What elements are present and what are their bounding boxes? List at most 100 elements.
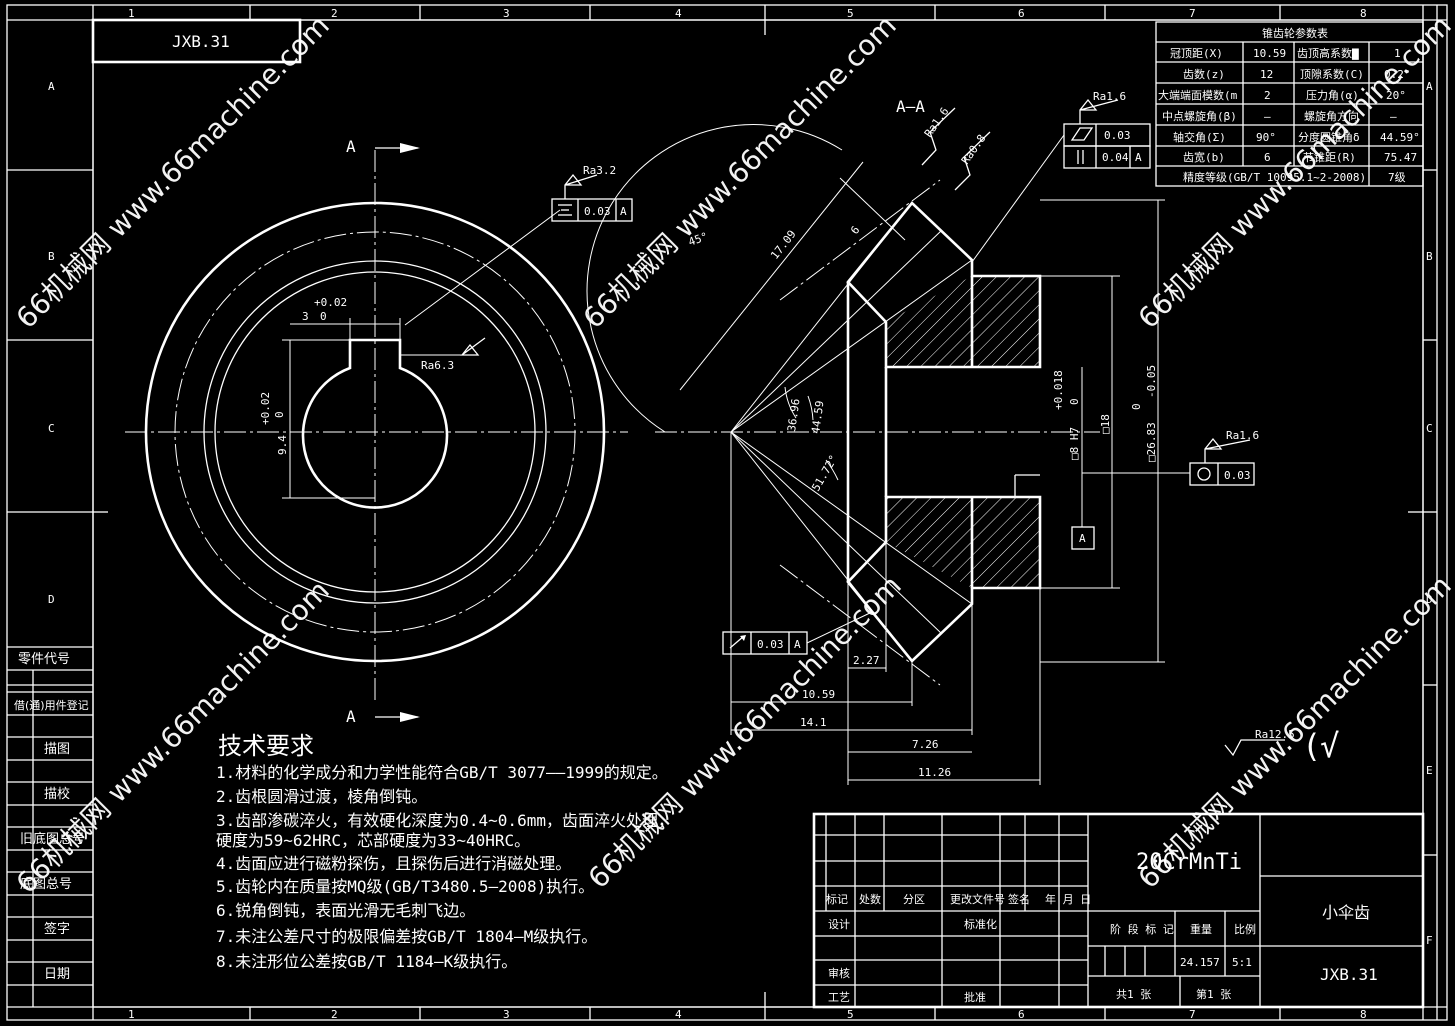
watermark-2: 66机械网 www.66machine.com	[577, 9, 903, 335]
param-r1-c2: 顶隙系数(C)	[1300, 67, 1364, 81]
dim-6: 6	[848, 224, 862, 237]
param-r4-c2: 分度圆锥角δ	[1298, 130, 1360, 144]
param-r5-c1: 6	[1264, 151, 1271, 164]
param-r3-c1: —	[1264, 110, 1271, 123]
dim-10-59: 10.59	[802, 688, 835, 701]
ruler-bottom-4: 4	[675, 1008, 682, 1021]
mid-circle-2	[214, 271, 536, 593]
param-r4-c0: 轴交角(Σ)	[1173, 130, 1226, 144]
ruler-left-C: C	[48, 422, 55, 435]
param-table-title: 锥齿轮参数表	[1262, 26, 1328, 40]
tb-scale: 5:1	[1232, 956, 1252, 969]
roughness-top-3: Ra0.8	[959, 132, 989, 167]
param-r5-c0: 齿宽(b)	[1183, 150, 1225, 164]
ruler-left-A: A	[48, 80, 55, 93]
tech-req-7: 7.未注公差尺寸的极限偏差按GB/T 1804—M级执行。	[216, 927, 597, 946]
runout-frame	[1189, 462, 1255, 486]
tb-process: 工艺	[828, 991, 850, 1004]
runout-roughness: Ra1.6	[1226, 429, 1259, 442]
bore-dim: □8 H7	[1068, 427, 1081, 460]
left-strip: 零件代号 借(通)用件登记 描图 描校 旧底图总号 底图总号 签字 日期	[7, 646, 93, 1007]
height-tol-upper: +0.02	[259, 392, 272, 425]
param-r0-c2: 齿顶高系数▇	[1297, 46, 1359, 60]
param-r5-c3: 75.47	[1384, 151, 1417, 164]
tb-header-zone: 分区	[903, 893, 925, 906]
ruler-bottom-6: 6	[1018, 1008, 1025, 1021]
tb-header-sign: 签名	[1008, 892, 1030, 906]
param-last-value: 7级	[1388, 171, 1406, 184]
angle-45: 45°	[687, 230, 710, 249]
strip-date: 日期	[44, 967, 70, 982]
bore-tol-lower: 0	[1068, 398, 1081, 405]
angle-44-59: 44.59	[809, 400, 826, 435]
dim-11-26: 11.26	[918, 766, 951, 779]
tb-standardize: 标准化	[964, 917, 997, 931]
ruler-bottom-1: 1	[128, 1008, 135, 1021]
datum-label: A	[1079, 532, 1086, 545]
strip-trace: 描图	[44, 742, 70, 757]
section-title: A—A	[896, 97, 925, 116]
tb-design: 设计	[828, 918, 850, 931]
ruler-bottom-5: 5	[847, 1008, 854, 1021]
tb-approve: 批准	[964, 990, 986, 1004]
bottom-runout-datum: A	[794, 638, 801, 651]
dim-26-83-lower: -0.05	[1145, 365, 1158, 398]
height-tol-lower: 0	[273, 411, 286, 418]
parallel-datum: A	[1135, 151, 1142, 164]
tb-sheets-total: 共1 张	[1116, 988, 1151, 1001]
strip-borrow: 借(通)用件登记	[14, 698, 89, 712]
key-width-tol-lower: 0	[320, 310, 327, 323]
tech-req-2: 2.齿根圆滑过渡，棱角倒钝。	[216, 787, 427, 806]
ruler-right-F: F	[1426, 934, 1433, 947]
param-r0-c1: 10.59	[1253, 47, 1286, 60]
tb-header-docno: 更改文件号	[950, 892, 1005, 906]
tech-req-3b: 硬度为59~62HRC，芯部硬度为33~40HRC。	[216, 831, 530, 850]
section-marker-top: A	[346, 137, 356, 156]
param-r2-c2: 压力角(α)	[1306, 89, 1359, 102]
param-r3-c0: 中点螺旋角(β)	[1162, 109, 1237, 123]
param-r1-c3: 0.2°	[1384, 68, 1411, 81]
ruler-right-B: B	[1426, 250, 1433, 263]
ruler-right-D: D	[1426, 593, 1433, 606]
tech-req-1: 1.材料的化学成分和力学性能符合GB/T 3077——1999的规定。	[216, 763, 668, 782]
code-box-text: JXB.31	[172, 32, 230, 51]
tb-weight-label: 重量	[1190, 922, 1212, 936]
flatness-icon	[1070, 127, 1094, 141]
top-roughness: Ra3.2	[583, 164, 616, 177]
outer-circle	[144, 201, 606, 663]
tech-req-4: 4.齿面应进行磁粉探伤，且探伤后进行消磁处理。	[216, 854, 571, 873]
strip-check: 描校	[44, 786, 70, 802]
param-r2-c0: 大端端面模数(m	[1158, 88, 1238, 102]
param-last-label: 精度等级(GB/T 10095.1~2-2008)	[1183, 170, 1366, 184]
tech-req-8: 8.未注形位公差按GB/T 1184—K级执行。	[216, 952, 517, 971]
runout-tol: 0.03	[1224, 469, 1251, 482]
general-roughness-check-icon: √	[1320, 727, 1339, 765]
tb-header-count: 处数	[859, 893, 881, 906]
param-r4-c1: 90°	[1256, 131, 1276, 144]
ruler-top-6: 6	[1018, 7, 1025, 20]
angle-36-96: 36.96	[785, 398, 802, 433]
tech-requirements: 技术要求 1.材料的化学成分和力学性能符合GB/T 3077——1999的规定。…	[216, 732, 674, 971]
tb-scale-label: 比例	[1234, 922, 1256, 936]
tb-review: 审核	[828, 966, 850, 980]
symmetry-frame	[551, 198, 633, 222]
param-r0-c0: 冠顶距(X)	[1170, 47, 1223, 60]
tech-req-title: 技术要求	[218, 732, 314, 760]
mid-circle-1	[203, 260, 547, 604]
param-r3-c2: 螺旋角方向	[1304, 109, 1359, 123]
strip-part-code: 零件代号	[18, 652, 70, 667]
ruler-labels: 1 2 3 4 5 6 7 8 1 2 3 4 5 6 7 8 A B C D …	[48, 7, 1433, 1021]
ruler-top-1: 1	[128, 7, 135, 20]
ruler-top-7: 7	[1189, 7, 1196, 20]
ruler-top-2: 2	[331, 7, 338, 20]
key-width-dim: 3	[302, 310, 309, 323]
tech-req-5: 5.齿轮内在质量按MQ级(GB/T3480.5—2008)执行。	[216, 877, 594, 896]
symmetry-tol: 0.03	[584, 205, 611, 218]
key-width-tol-upper: +0.02	[314, 296, 347, 309]
ruler-right-C: C	[1426, 422, 1433, 435]
dim-2-27: 2.27	[853, 654, 880, 667]
tb-material: 20CrMnTi	[1136, 850, 1242, 875]
symmetry-datum: A	[620, 205, 627, 218]
tb-header-date: 年 月 日	[1045, 892, 1091, 906]
